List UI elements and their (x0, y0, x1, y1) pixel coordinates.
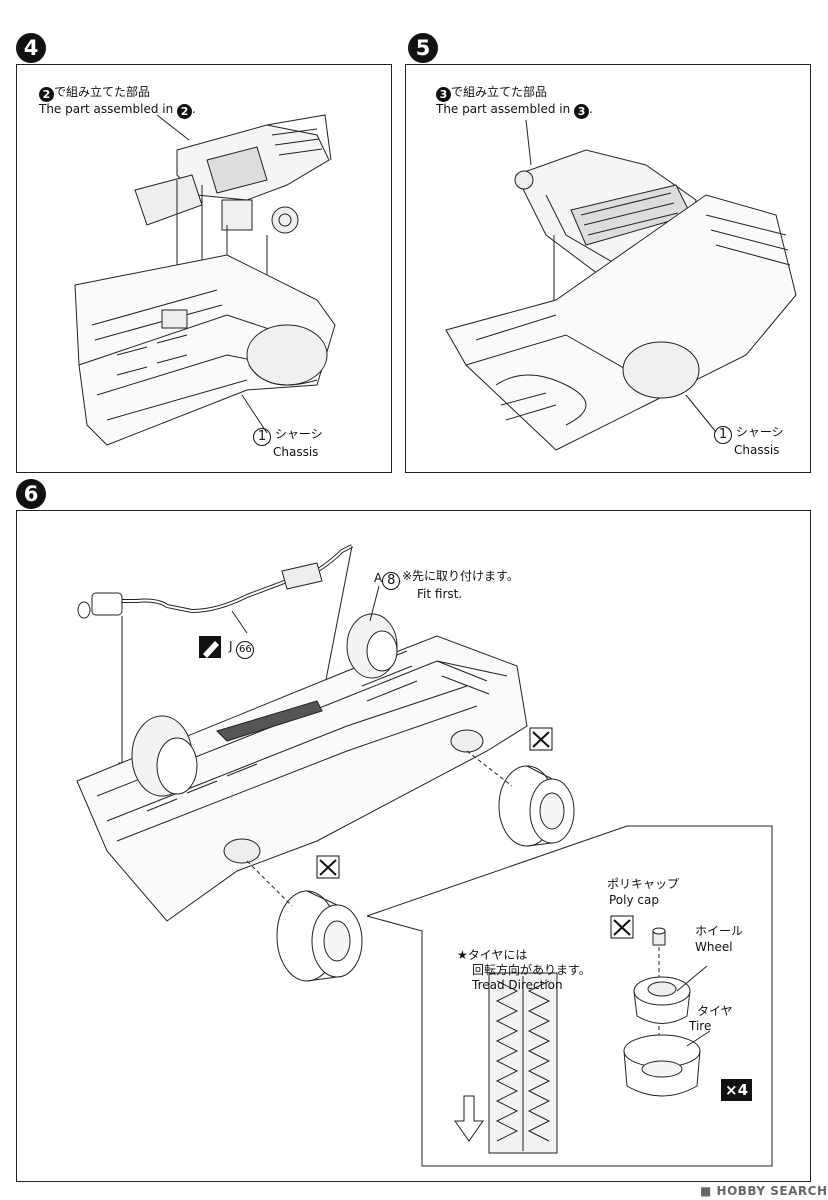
quantity-badge: ×4 (721, 1079, 753, 1101)
step-6-badge: 6 (16, 479, 46, 509)
step-ref-badge: 3 (436, 87, 451, 102)
part-number-ring: 66 (236, 641, 255, 659)
glue-icon (529, 727, 553, 751)
step-5-badge: 5 (408, 33, 438, 63)
step-4-diagram (74, 114, 336, 446)
part-number-ring: 1 (714, 426, 732, 444)
step-5-part-label: 1 シャーシ (714, 425, 784, 444)
step-4-badge: 4 (16, 33, 46, 63)
poly-cap-en: Poly cap (609, 893, 659, 907)
step-5-ref-en: The part assembled in 3. (436, 102, 593, 119)
part-number-ring: 1 (253, 428, 271, 446)
poly-cap-jp: ポリキャップ (607, 877, 680, 891)
fit-first-en: Fit first. (417, 587, 463, 601)
watermark-text: ■ HOBBY SEARCH (700, 1184, 828, 1198)
step-ref-badge: 3 (574, 104, 590, 119)
step-4-part-en: Chassis (273, 445, 319, 459)
step-4-part-label: 1 シャーシ (253, 427, 323, 446)
part-number-ring: 8 (382, 572, 401, 590)
wheel-en: Wheel (695, 940, 733, 954)
step-4-ref-en: The part assembled in 2. (39, 102, 196, 119)
robot-logo-icon: ■ (700, 1184, 712, 1198)
step-5-diagram (445, 119, 797, 451)
tread-note-line1: ★タイヤには (457, 948, 528, 962)
direction-arrow-icon (454, 1095, 484, 1142)
step-ref-badge: 2 (177, 104, 193, 119)
tread-direction-en: Tread Direction (472, 978, 563, 992)
step-6-diagram (76, 544, 773, 1167)
glue-icon (610, 915, 634, 939)
no-glue-icon (199, 636, 221, 658)
wheel-jp: ホイール (695, 924, 744, 938)
step-ref-badge: 2 (39, 87, 54, 102)
step-5-part-en: Chassis (734, 443, 780, 457)
tire-en: Tire (689, 1019, 712, 1033)
fit-first-jp: ※先に取り付けます。 (402, 569, 519, 583)
tread-note-line2: 回転方向があります。 (472, 963, 591, 977)
glue-icon (316, 855, 340, 879)
tire-jp: タイヤ (697, 1004, 733, 1018)
part-j-label: J 66 (229, 639, 255, 659)
